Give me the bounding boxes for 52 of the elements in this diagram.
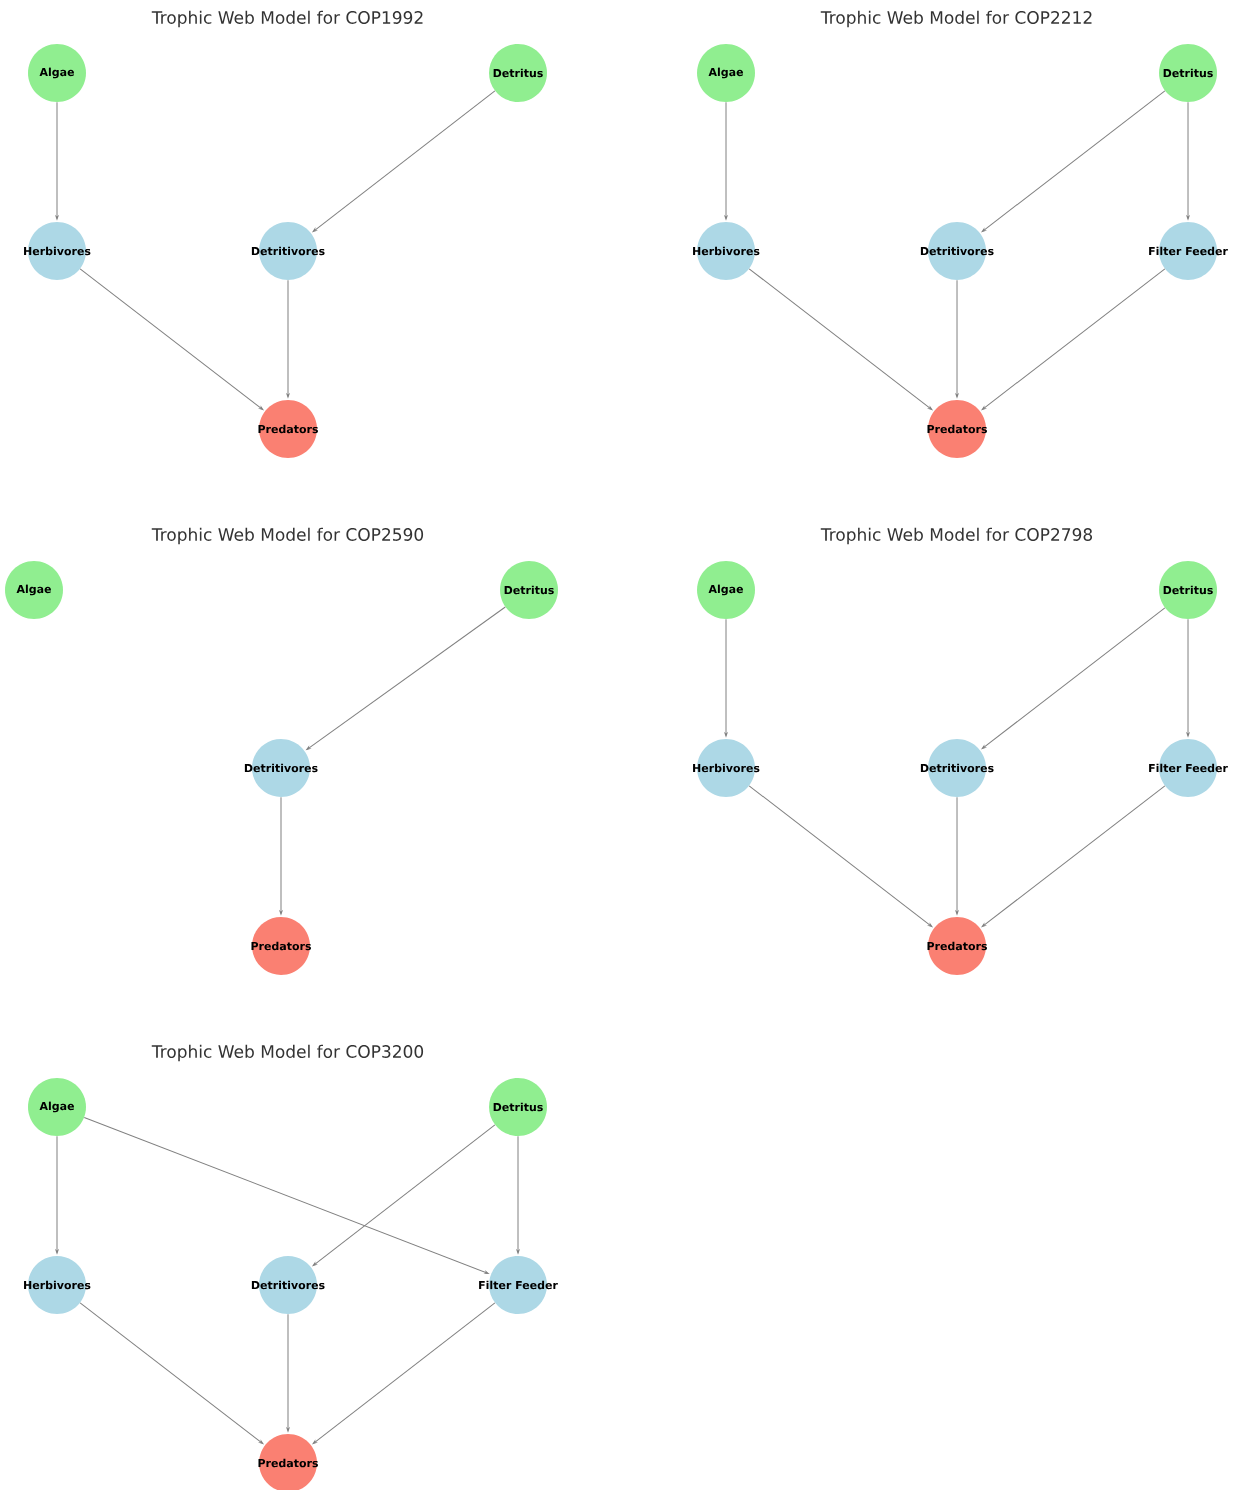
arrow	[55, 1135, 59, 1254]
species-node: Detritivores	[251, 222, 325, 280]
arrow	[312, 90, 496, 233]
arrow	[55, 101, 59, 220]
species-node: Herbivores	[693, 739, 760, 797]
arrow	[748, 268, 933, 411]
arrow	[79, 268, 264, 411]
species-node: Algae	[28, 44, 86, 102]
arrow	[748, 785, 933, 928]
panel-title: Trophic Web Model for COP2212	[820, 10, 1092, 28]
arrow	[955, 796, 959, 915]
species-node: Herbivores	[693, 222, 760, 280]
species-node: Algae	[5, 561, 63, 619]
arrow	[306, 606, 506, 750]
species-node: Filter Feeder	[1149, 739, 1228, 797]
arrow	[83, 1117, 489, 1275]
arrow	[981, 607, 1166, 750]
arrow	[279, 796, 283, 915]
species-node: Algae	[697, 561, 755, 619]
arrow	[1186, 618, 1190, 737]
panel-title: Trophic Web Model for COP1992	[151, 10, 423, 28]
species-node: Filter Feeder	[1149, 222, 1228, 280]
arrow	[79, 1302, 264, 1445]
arrow	[312, 1124, 496, 1267]
species-node: Detritivores	[251, 1256, 325, 1314]
panel-title: Trophic Web Model for COP2590	[151, 527, 424, 545]
species-node: Detritivores	[920, 222, 994, 280]
arrow	[516, 1135, 520, 1254]
species-node: Detritivores	[920, 739, 994, 797]
species-node: Algae	[697, 44, 755, 102]
species-node: Algae	[28, 1078, 86, 1136]
species-node: Filter Feeder	[479, 1256, 558, 1314]
arrow	[981, 90, 1166, 233]
panel-title: Trophic Web Model for COP2798	[820, 527, 1093, 545]
species-node: Detritus	[489, 1078, 547, 1136]
arrow	[286, 279, 290, 398]
species-node: Detritus	[489, 44, 547, 102]
species-node: Detritus	[500, 561, 558, 619]
species-node: Detritivores	[244, 739, 318, 797]
arrow	[724, 618, 728, 737]
arrow	[312, 1302, 496, 1445]
species-node: Herbivores	[24, 222, 91, 280]
arrow	[955, 279, 959, 398]
arrow	[981, 268, 1166, 411]
species-node: Herbivores	[24, 1256, 91, 1314]
panel-title: Trophic Web Model for COP3200	[151, 1044, 424, 1062]
arrow	[286, 1313, 290, 1432]
arrow	[981, 785, 1166, 928]
arrow	[1186, 101, 1190, 220]
arrow	[724, 101, 728, 220]
species-node: Detritus	[1159, 561, 1217, 619]
species-node: Detritus	[1159, 44, 1217, 102]
